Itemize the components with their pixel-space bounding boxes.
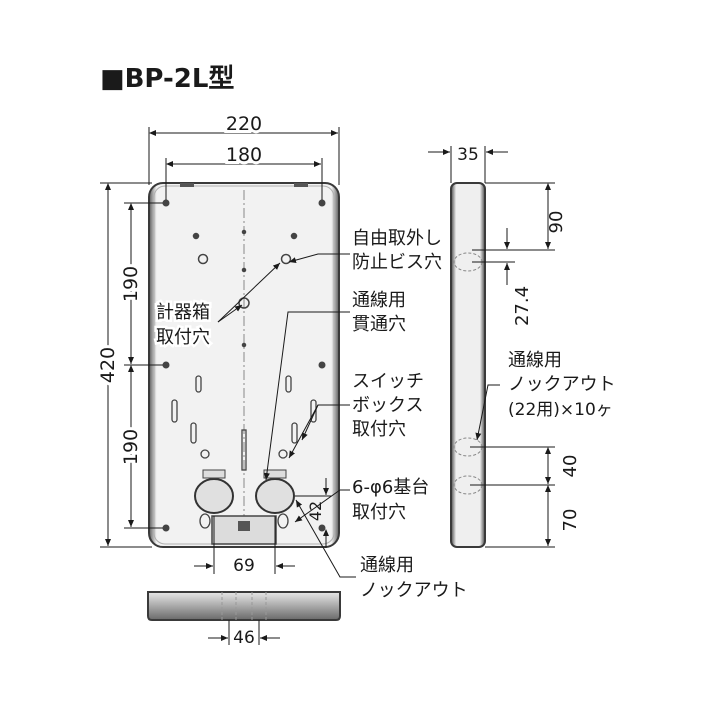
- hole: [238, 297, 250, 309]
- dim-text-35: 35: [457, 145, 479, 165]
- mount-hole: [318, 524, 326, 532]
- label-wiring-through-2: 貫通穴: [352, 314, 406, 335]
- hole: [241, 229, 247, 235]
- slot: [171, 399, 178, 423]
- label-base-mount-2: 取付穴: [352, 502, 406, 523]
- hole: [197, 253, 209, 265]
- knockout-tab: [202, 469, 226, 479]
- leader-meter-box-b: [217, 262, 281, 323]
- knockout: [194, 478, 234, 514]
- hole: [290, 232, 298, 240]
- dim-text-420: 420: [97, 347, 119, 383]
- leader-meter-box-a: [217, 304, 243, 323]
- switch-box-slots: [171, 375, 317, 471]
- dim-text-90: 90: [546, 211, 567, 234]
- slot: [291, 422, 298, 444]
- hole: [199, 513, 211, 529]
- slot: [285, 375, 292, 393]
- dim-text-40: 40: [560, 455, 581, 478]
- center-slot: [241, 429, 247, 471]
- slot: [190, 422, 197, 444]
- hole: [241, 342, 247, 348]
- slot: [310, 399, 317, 423]
- label-knockout-side-3: (22用)×10ヶ: [508, 400, 613, 420]
- side-panel: [450, 182, 486, 548]
- dim-text-27-4: 27.4: [512, 286, 533, 326]
- slot: [195, 375, 202, 393]
- mount-hole: [162, 199, 170, 207]
- dim-text-190-upper: 190: [120, 266, 142, 302]
- leader-knockout-bottom: [295, 499, 356, 578]
- dim-text-70: 70: [560, 509, 581, 532]
- page-title: ■BP-2L型: [100, 64, 234, 94]
- mount-hole: [162, 524, 170, 532]
- label-switch-box-3: 取付穴: [352, 419, 406, 440]
- top-tab-left: [180, 183, 194, 187]
- hole: [192, 232, 200, 240]
- side-view: [450, 182, 486, 548]
- bottom-boss-notch: [238, 521, 250, 531]
- bottom-panel: [147, 591, 341, 621]
- mount-hole: [318, 361, 326, 369]
- label-switch-box-2: ボックス: [352, 395, 423, 416]
- hole: [278, 449, 288, 459]
- mount-holes: [162, 199, 326, 532]
- label-anti-removal-2: 防止ビス穴: [352, 252, 442, 273]
- knockout: [255, 478, 295, 514]
- dim-text-69: 69: [233, 556, 255, 576]
- dim-text-190-lower: 190: [120, 429, 142, 465]
- dim-text-180: 180: [226, 144, 262, 166]
- bottom-view: [147, 591, 341, 621]
- label-meter-box-2: 取付穴: [156, 327, 210, 348]
- mount-hole: [162, 361, 170, 369]
- leader-knockout-side: [475, 384, 500, 441]
- label-knockout-bottom-2: ノックアウト: [360, 580, 468, 601]
- label-anti-removal-1: 自由取外し: [352, 228, 442, 249]
- dimension-texts: 220 180 420 190 190 35 90 27.4 40 70 69 …: [94, 110, 581, 648]
- hole: [277, 513, 289, 529]
- dim-text-42: 42: [306, 501, 325, 521]
- label-wiring-through-1: 通線用: [352, 290, 406, 311]
- leader-wiring-through: [263, 311, 350, 481]
- label-knockout-side-1: 通線用: [508, 350, 562, 371]
- leader-lines: [217, 253, 500, 578]
- top-tab-right: [294, 183, 308, 187]
- mount-hole: [318, 199, 326, 207]
- front-knockouts: [194, 469, 295, 514]
- dimension-lines: [100, 127, 555, 645]
- label-switch-box-1: スイッチ: [352, 371, 424, 392]
- label-meter-box-1: 計器箱: [156, 302, 210, 323]
- leader-anti-removal: [288, 253, 350, 264]
- hole: [200, 449, 210, 459]
- dim-text-220: 220: [226, 113, 262, 135]
- dim-text-46: 46: [233, 628, 255, 648]
- leader-base-mount: [294, 489, 350, 523]
- front-view: [148, 182, 340, 548]
- label-base-mount-1: 6-φ6基台: [352, 477, 429, 498]
- label-knockout-side-2: ノックアウト: [508, 374, 616, 395]
- leader-switch-box-b: [288, 404, 350, 459]
- label-knockout-bottom-1: 通線用: [360, 555, 414, 576]
- callout-labels: 自由取外し 防止ビス穴 計器箱 取付穴 通線用 貫通穴 スイッチ ボックス 取付…: [154, 228, 616, 601]
- hole: [241, 267, 247, 273]
